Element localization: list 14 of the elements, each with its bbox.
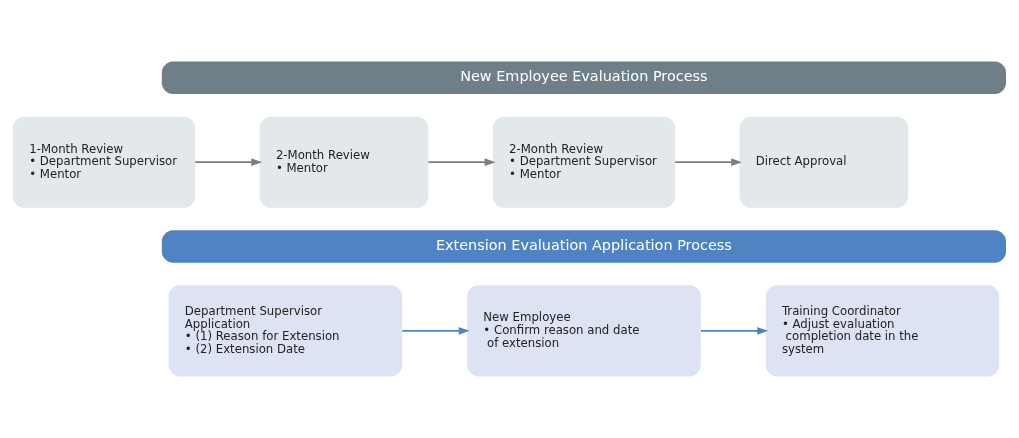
- node-box: Direct Approval: [739, 116, 909, 208]
- node-box: Department Supervisor Application • (1) Reason for Extension • (2) Extension Date: [168, 285, 403, 377]
- node-box: Extension Evaluation Application Process: [161, 230, 1007, 263]
- node-box: New Employee • Confirm reason and date of extension: [467, 285, 701, 377]
- arrow: [427, 158, 496, 166]
- arrow: [674, 158, 742, 166]
- arrow: [194, 158, 263, 166]
- node-box: New Employee Evaluation Process: [161, 61, 1007, 95]
- node-box: 2-Month Review • Department Supervisor • Mentor: [492, 116, 675, 208]
- arrow: [699, 327, 769, 335]
- arrow: [401, 327, 470, 335]
- node-box: Training Coordinator • Adjust evaluation completion date in the system: [765, 285, 1000, 377]
- node-box: 1-Month Review • Department Supervisor • Mentor: [12, 116, 196, 208]
- node-box: 2-Month Review • Mentor: [259, 116, 429, 208]
